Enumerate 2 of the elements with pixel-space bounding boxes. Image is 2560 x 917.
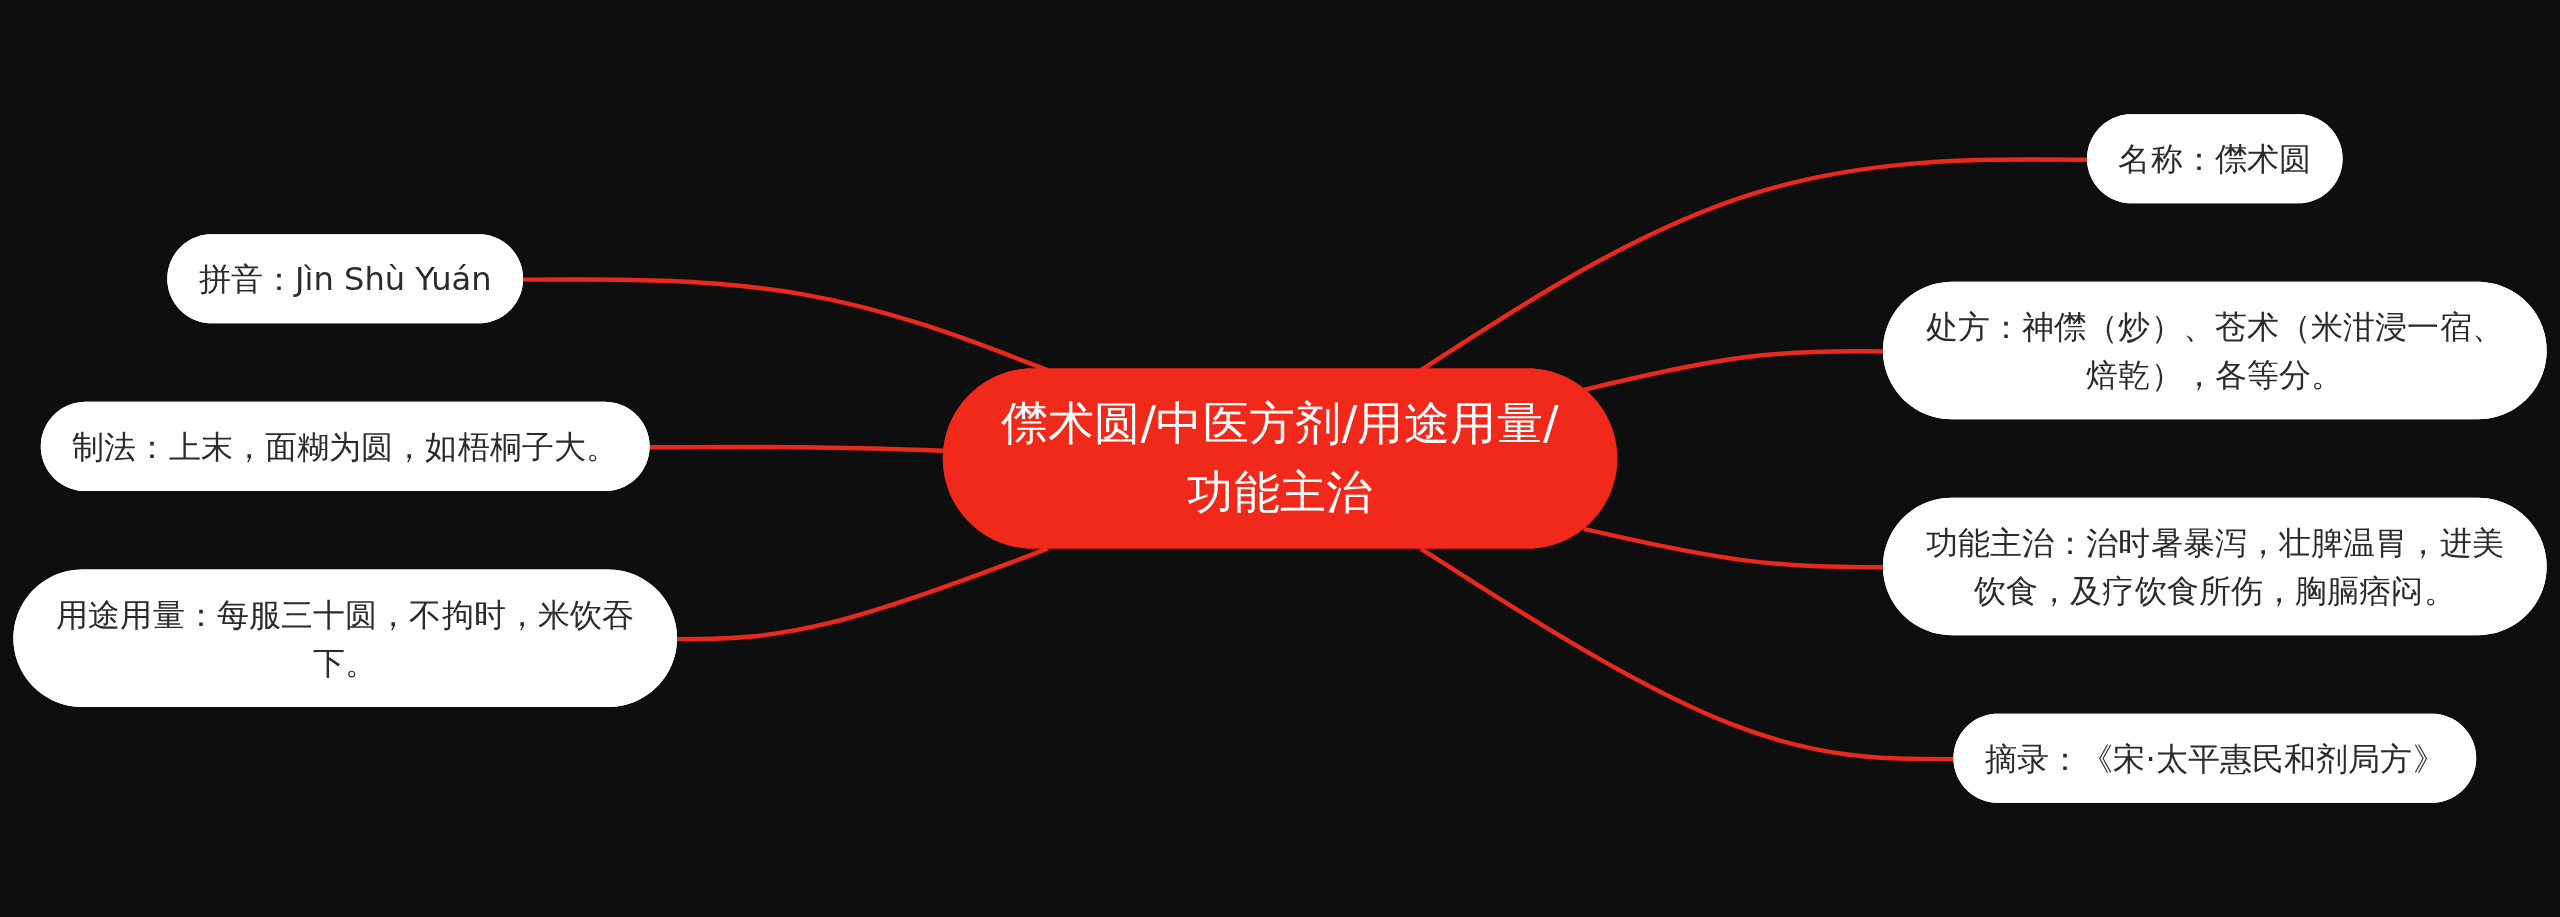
connector [1583,349,1885,392]
connector [677,546,1049,642]
